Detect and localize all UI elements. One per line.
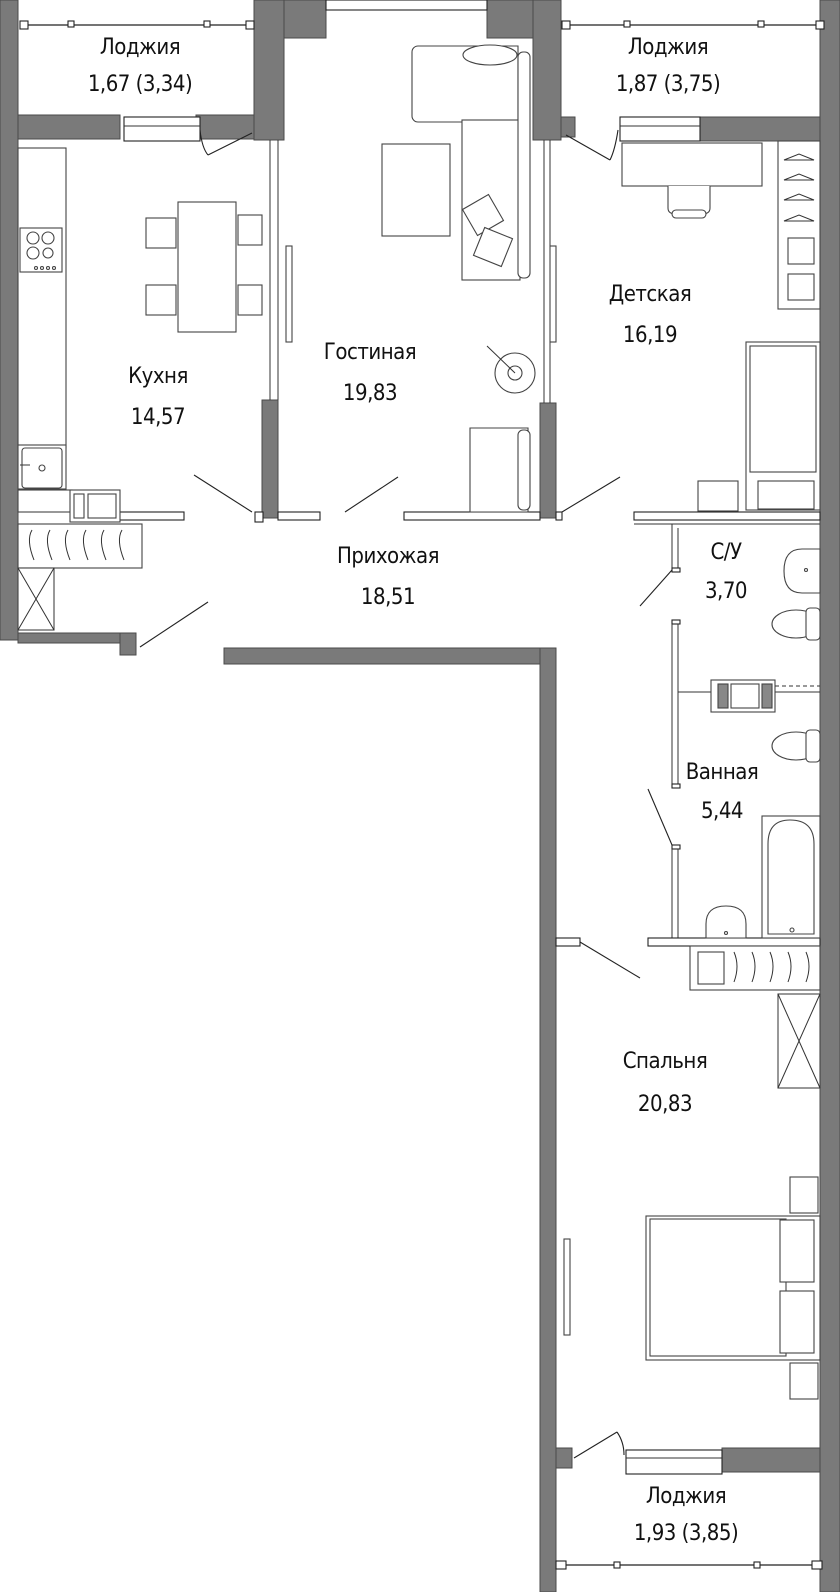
room-name: Лоджия (99, 35, 181, 60)
bed-icon-kids (697, 341, 821, 512)
coffee-table-icon (381, 143, 451, 237)
room-name: Спальня (622, 1049, 708, 1074)
room-area: 1,87 (3,75) (615, 72, 721, 97)
room-name: Гостиная (323, 340, 417, 365)
chair-icon (667, 186, 711, 219)
room-area: 20,83 (637, 1092, 693, 1117)
room-name: Детская (608, 282, 692, 307)
room-area: 16,19 (622, 323, 678, 348)
room-name: Прихожая (337, 544, 440, 569)
room-wc: С/У 3,70 (704, 540, 748, 604)
room-area: 14,57 (130, 405, 186, 430)
room-loggia-right: Лоджия 1,87 (3,75) (615, 35, 721, 97)
room-bath: Ванная 5,44 (686, 760, 759, 824)
washing-machine-icon (17, 567, 55, 631)
hanger-icon-kids (777, 140, 821, 310)
room-area: 3,70 (704, 579, 748, 604)
room-name: Лоджия (627, 35, 709, 60)
toilet-icon-wc (771, 607, 821, 641)
room-name: Кухня (128, 364, 188, 389)
bathtub-icon (761, 815, 821, 939)
armchair-icon (469, 427, 531, 513)
room-living: Гостиная 19,83 (323, 340, 417, 406)
toilet-icon-bath (771, 729, 821, 763)
room-name: С/У (710, 540, 742, 565)
room-name: Лоджия (645, 1484, 727, 1509)
sink-icon (17, 444, 67, 490)
hanger-icon (17, 523, 143, 569)
room-kids: Детская 16,19 (609, 282, 692, 348)
shelf-icon (710, 679, 820, 713)
room-area: 1,67 (3,34) (87, 72, 193, 97)
room-bedroom: Спальня 20,83 (623, 1049, 708, 1117)
room-name: Ванная (685, 760, 759, 785)
tv-icon-kids (549, 245, 557, 343)
partitions (19, 0, 825, 1570)
room-area: 19,83 (342, 381, 398, 406)
table-icon (145, 201, 263, 333)
living-furniture (285, 44, 557, 513)
hanger-icon-bedroom (689, 945, 821, 991)
stove-icon (19, 227, 63, 273)
desk-icon (621, 142, 763, 187)
floor-lamp-icon (486, 345, 536, 394)
room-loggia-left: Лоджия 1,67 (3,34) (87, 35, 193, 97)
tv-icon (285, 245, 293, 343)
room-loggia-bottom: Лоджия 1,93 (3,85) (633, 1484, 739, 1546)
room-kitchen: Кухня 14,57 (128, 364, 188, 430)
sink-icon-bath (705, 905, 747, 939)
room-area: 1,93 (3,85) (633, 1521, 739, 1546)
tv-icon-bedroom (563, 1238, 571, 1336)
bedroom-furniture (563, 945, 821, 1400)
sofa-icon (411, 44, 531, 281)
kitchen-furniture (17, 147, 263, 631)
washing-machine-icon-bedroom (777, 993, 821, 1089)
sink-icon-wc (783, 548, 821, 594)
room-area: 18,51 (360, 585, 416, 610)
bed-icon (645, 1176, 821, 1400)
kids-furniture (621, 140, 821, 512)
room-area: 5,44 (700, 799, 744, 824)
bathroom-furniture (705, 548, 821, 939)
room-hall: Прихожая 18,51 (337, 544, 440, 610)
